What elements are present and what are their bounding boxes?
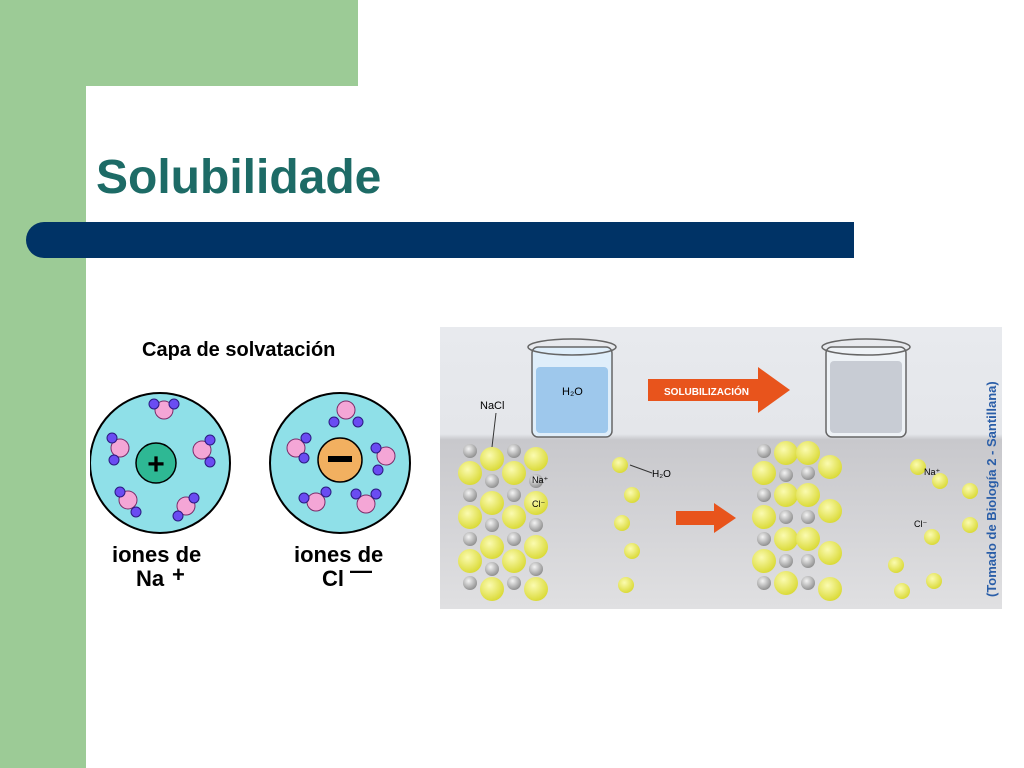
solvation-heading: Capa de solvatación — [142, 339, 335, 361]
nacl-dissolution-figure: H₂O NaCl SOLUBILIZACIÓN — [440, 327, 1002, 609]
anion-caption-line2: Cl — [322, 566, 344, 591]
green-side-strip — [0, 0, 86, 768]
cl-ion-label: Cl⁻ — [532, 499, 545, 509]
anion-solvation-sphere — [269, 392, 411, 534]
cation-caption-line2: Na — [136, 566, 165, 591]
green-top-block — [86, 0, 358, 86]
nacl-crystal-left — [458, 412, 548, 601]
title-underline-bar — [26, 222, 854, 258]
anion-caption-sign: — — [350, 558, 372, 583]
dissolved-ions-right — [888, 459, 978, 599]
cation-caption-sign: + — [172, 562, 185, 587]
beaker-water-label: H₂O — [562, 386, 583, 398]
nacl-label: NaCl — [480, 400, 504, 412]
image-credit: (Tomado de Biología 2 - Santillana) — [984, 381, 999, 597]
solvation-diagram: Capa de solvatación + — [89, 330, 420, 610]
beaker-left — [527, 338, 617, 438]
solubilization-label: SOLUBILIZACIÓN — [664, 385, 749, 398]
dissolution-arrow — [676, 503, 736, 533]
nacl-crystal-right — [752, 441, 842, 601]
beaker-right — [821, 338, 911, 438]
cation-caption-line1: iones de — [112, 542, 201, 567]
cation-solvation-sphere: + — [89, 392, 231, 534]
na-ion-label: Na⁺ — [532, 475, 549, 485]
slide-title: Solubilidade — [96, 151, 382, 204]
solubilization-arrow — [648, 367, 790, 413]
cl-ion-label-right: Cl⁻ — [914, 519, 927, 529]
rounded-corner-decoration — [86, 86, 126, 126]
water-molecule-label: H₂O — [652, 469, 671, 480]
cation-symbol: + — [147, 448, 165, 481]
anion-caption-line1: iones de — [294, 542, 383, 567]
dissolved-ions-left — [612, 457, 640, 593]
na-ion-label-right: Na⁺ — [924, 467, 941, 477]
